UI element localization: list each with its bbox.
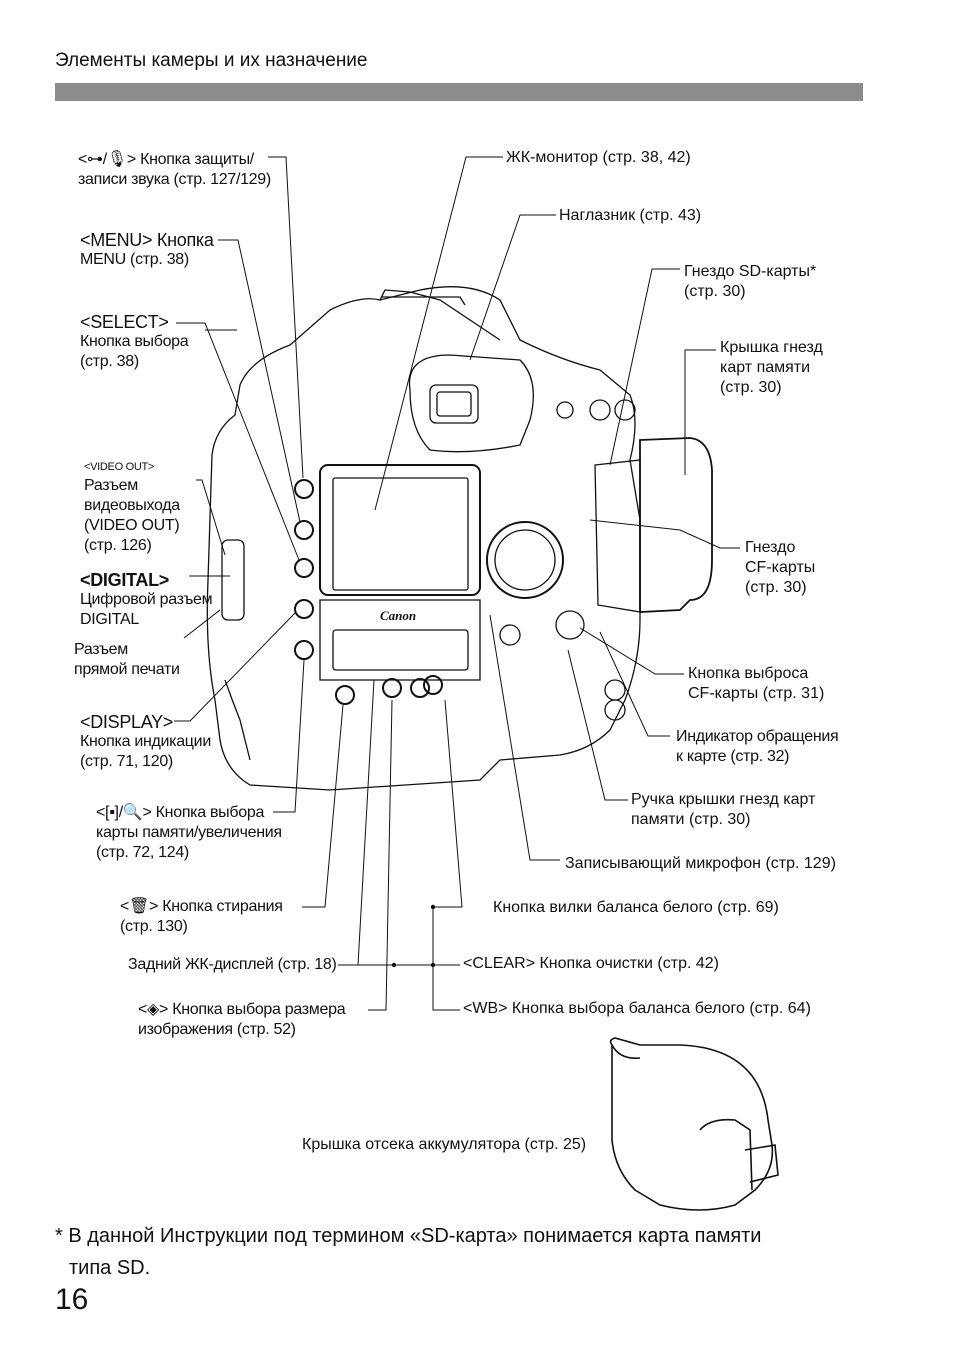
page-number: 16 [55,1283,89,1316]
rear-lcd-panel [332,629,469,671]
label-select: <SELECT> Кнопка выбора (стр. 38) [80,312,189,370]
battery-cover [609,1037,774,1211]
header-bar [55,83,863,101]
label-battery-cover: Крышка отсека аккумулятора (стр. 25) [302,1136,587,1153]
footnote: * В данной Инструкции под термином «SD-к… [55,1225,762,1279]
eyecup [408,354,534,453]
label-protect: <⊶/🎙> Кнопка защиты/ записи звука (стр. … [78,151,271,188]
label-direct-print: Разъем прямой печати [74,641,180,678]
lcd-monitor [319,464,481,596]
label-digital: <DIGITAL> Цифровой разъем DIGITAL [80,570,213,628]
label-display: <DISPLAY> Кнопка индикации (стр. 71, 120… [80,712,211,770]
label-lcd-monitor: ЖК-монитор (стр. 38, 42) [506,149,691,166]
label-card-cover: Крышка гнезд карт памяти (стр. 30) [720,339,823,396]
select-button [294,558,314,578]
camera-prism [379,289,501,341]
label-sd-slot: Гнездо SD-карты* (стр. 30) [684,263,817,300]
label-cover-handle: Ручка крышки гнезд карт памяти (стр. 30) [631,791,816,828]
label-wb: <WB> Кнопка выбора баланса белого (стр. … [463,1000,811,1017]
card-select-button [294,640,314,660]
cf-eject-button [555,610,585,640]
image-size-button [382,678,402,698]
page-header: Элементы камеры и их назначение [55,50,368,71]
label-eyecup: Наглазник (стр. 43) [559,207,702,224]
label-video-out: <VIDEO OUT> Разъем видеовыхода (VIDEO OU… [84,461,180,554]
camera-brand: Canon [380,608,416,623]
connector-cover [221,539,245,621]
card-cover [639,437,713,613]
protect-button [294,479,314,499]
quick-control-dial [486,521,564,599]
label-microphone: Записывающий микрофон (стр. 129) [565,855,836,872]
label-rear-lcd: Задний ЖК-дисплей (стр. 18) [128,956,337,973]
label-access-lamp: Индикатор обращения к карте (стр. 32) [676,728,839,765]
wb-button [423,675,443,695]
label-cf-slot: Гнездо CF-карты (стр. 30) [745,539,816,596]
camera-body [206,286,641,791]
label-erase: <🗑> Кнопка стирания (стр. 130) [120,898,283,935]
erase-button [335,685,355,705]
menu-button [294,520,314,540]
label-clear: <CLEAR> Кнопка очистки (стр. 42) [463,955,719,972]
label-card-select: <[▪]/🔍> Кнопка выбора карты памяти/увели… [96,804,282,861]
display-button [294,599,314,619]
label-wb-bracket: Кнопка вилки баланса белого (стр. 69) [493,899,779,916]
label-image-size: <◈> Кнопка выбора размера изображения (с… [138,1001,346,1038]
label-cf-eject: Кнопка выброса CF-карты (стр. 31) [688,665,825,702]
clear-button [410,678,430,698]
label-menu: <MENU> Кнопка MENU (стр. 38) [80,230,214,268]
